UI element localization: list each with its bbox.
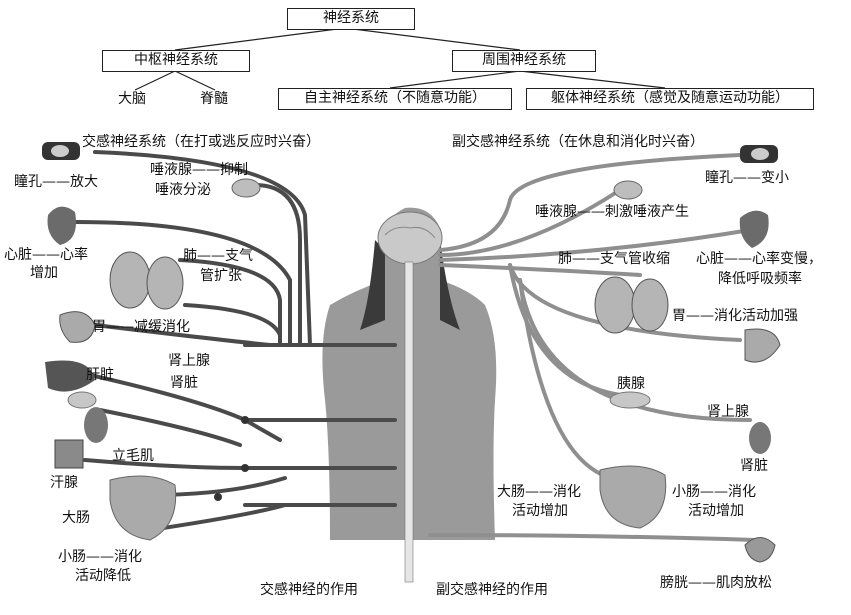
para-adrenal-label: 肾上腺 <box>707 404 749 420</box>
sym-adrenal-label: 肾上腺 <box>168 353 210 369</box>
sym-lung-label-2: 管扩张 <box>200 268 242 284</box>
sym-small-intestine-label-2: 活动降低 <box>75 568 131 584</box>
sym-large-intestine-label: 大肠 <box>62 510 90 526</box>
organs-right <box>594 145 781 563</box>
central-nervous-system-box: 中枢神经系统 <box>102 50 250 72</box>
sym-pupil-label: 瞳孔——放大 <box>14 174 98 190</box>
para-heart-label-2: 降低呼吸频率 <box>718 271 802 287</box>
para-stomach-label: 胃——消化活动加强 <box>672 308 798 324</box>
sympathetic-caption: 交感神经的作用 <box>260 582 358 598</box>
sym-heart-label-2: 增加 <box>30 265 58 281</box>
nervous-system-box: 神经系统 <box>287 8 415 30</box>
human-figure <box>322 207 497 583</box>
para-small-intestine-label: 小肠——消化 <box>672 484 756 500</box>
peripheral-nervous-system-box: 周围神经系统 <box>452 50 596 72</box>
para-lung-label: 肺——支气管收缩 <box>558 251 670 267</box>
para-pancreas-label: 胰腺 <box>617 376 645 392</box>
sym-kidney-label: 肾脏 <box>170 375 198 391</box>
hierarchy-lines <box>134 27 666 91</box>
sym-stomach-label: 胃——减缓消化 <box>92 319 190 335</box>
sym-salivary-label-2: 唾液分泌 <box>155 182 211 198</box>
parasympathetic-nerves <box>428 153 757 542</box>
sympathetic-ganglia <box>214 416 249 501</box>
parasympathetic-title: 副交感神经系统（在休息和消化时兴奋） <box>452 134 704 150</box>
sym-salivary-label: 唾液腺——抑制 <box>150 162 248 178</box>
sym-arrector-label: 立毛肌 <box>112 448 154 464</box>
sym-lung-label: 肺——支气 <box>183 248 253 264</box>
sym-heart-label: 心脏——心率 <box>4 247 88 263</box>
brain-label: 大脑 <box>118 91 146 107</box>
para-bladder-label: 膀胱——肌肉放松 <box>660 575 772 591</box>
para-salivary-label: 唾液腺——刺激唾液产生 <box>535 204 689 220</box>
para-heart-label: 心脏——心率变慢， <box>696 251 822 267</box>
sym-sweat-label: 汗腺 <box>50 475 78 491</box>
organs-left <box>42 142 261 541</box>
parasympathetic-caption: 副交感神经的作用 <box>436 582 548 598</box>
para-large-intestine-label: 大肠——消化 <box>497 484 581 500</box>
sym-small-intestine-label: 小肠——消化 <box>58 549 142 565</box>
para-small-intestine-label-2: 活动增加 <box>688 503 744 519</box>
autonomic-nervous-system-box: 自主神经系统（不随意功能） <box>278 88 512 110</box>
sympathetic-nerves <box>73 150 397 532</box>
para-pupil-label: 瞳孔——变小 <box>705 170 789 186</box>
sym-liver-label: 肝脏 <box>86 367 114 383</box>
somatic-nervous-system-box: 躯体神经系统（感觉及随意运动功能） <box>526 88 814 110</box>
sympathetic-title: 交感神经系统（在打或逃反应时兴奋） <box>82 134 320 150</box>
para-large-intestine-label-2: 活动增加 <box>512 503 568 519</box>
spinal-cord-label: 脊髓 <box>200 91 228 107</box>
para-kidney-label: 肾脏 <box>740 458 768 474</box>
